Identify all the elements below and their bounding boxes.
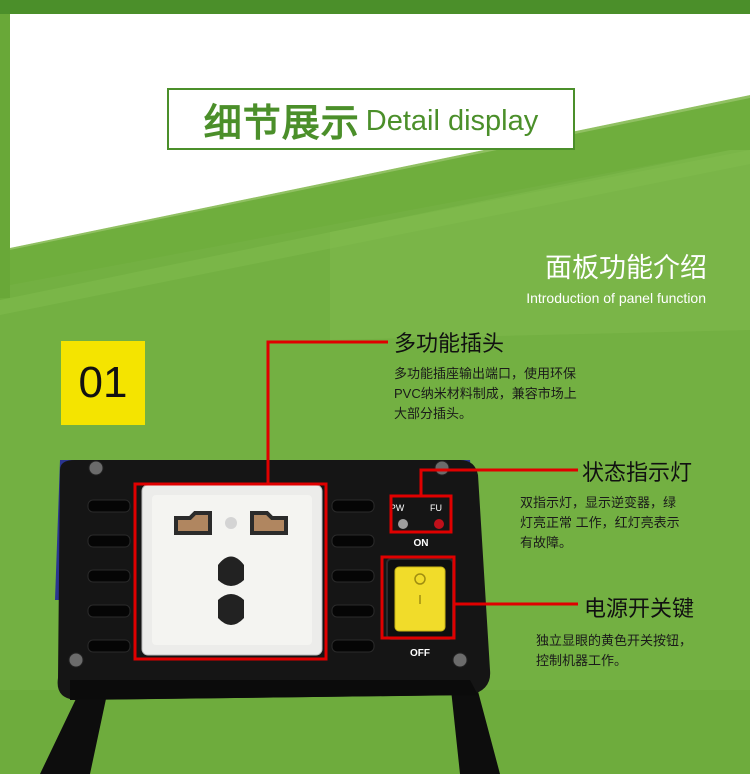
callout-socket-title: 多功能插头 — [394, 331, 505, 356]
on-label: ON — [414, 538, 429, 549]
callout-power-switch: 电源开关键 独立显眼的黄色开关按钮， 控制机器工作。 — [536, 591, 746, 671]
section-title-cn: 面板功能介绍 — [545, 253, 707, 283]
title-cn: 细节展示 — [203, 102, 360, 145]
title-en: Detail display — [365, 104, 539, 137]
callout-power-switch-desc-line: 控制机器工作。 — [536, 653, 628, 668]
callout-indicator-desc-line: 有故障。 — [520, 535, 573, 550]
callout-indicator-desc-line: 灯亮正常 工作，红灯亮表示 — [520, 515, 680, 530]
led-pw-label: PW — [390, 503, 405, 513]
off-label: OFF — [410, 648, 430, 659]
callout-socket-desc-line: 多功能插座输出端口，使用环保 — [394, 366, 577, 381]
callout-socket-desc-line: 大部分插头。 — [394, 406, 473, 421]
led-fu-icon — [434, 519, 444, 529]
callout-power-switch-title: 电源开关键 — [584, 596, 695, 621]
led-fu-label: FU — [430, 503, 442, 513]
led-pw-icon — [398, 519, 408, 529]
callout-indicator-title: 状态指示灯 — [582, 460, 693, 485]
callout-power-switch-desc-line: 独立显眼的黄色开关按钮， — [536, 633, 693, 648]
inverter-panel-image: PW FU ON OFF — [40, 460, 500, 774]
callout-indicator-desc-line: 双指示灯，显示逆变器，绿 — [520, 495, 677, 510]
section-number: 01 — [78, 358, 128, 407]
section-number-badge: 01 — [61, 341, 145, 425]
section-title-en: Introduction of panel function — [526, 290, 706, 306]
callout-indicator: 状态指示灯 双指示灯，显示逆变器，绿 灯亮正常 工作，红灯亮表示 有故障。 — [520, 455, 745, 553]
callout-socket: 多功能插头 多功能插座输出端口，使用环保 PVC纳米材料制成，兼容市场上 大部分… — [394, 326, 654, 424]
callout-socket-desc-line: PVC纳米材料制成，兼容市场上 — [394, 386, 577, 401]
title-box: 细节展示 Detail display — [167, 88, 575, 150]
